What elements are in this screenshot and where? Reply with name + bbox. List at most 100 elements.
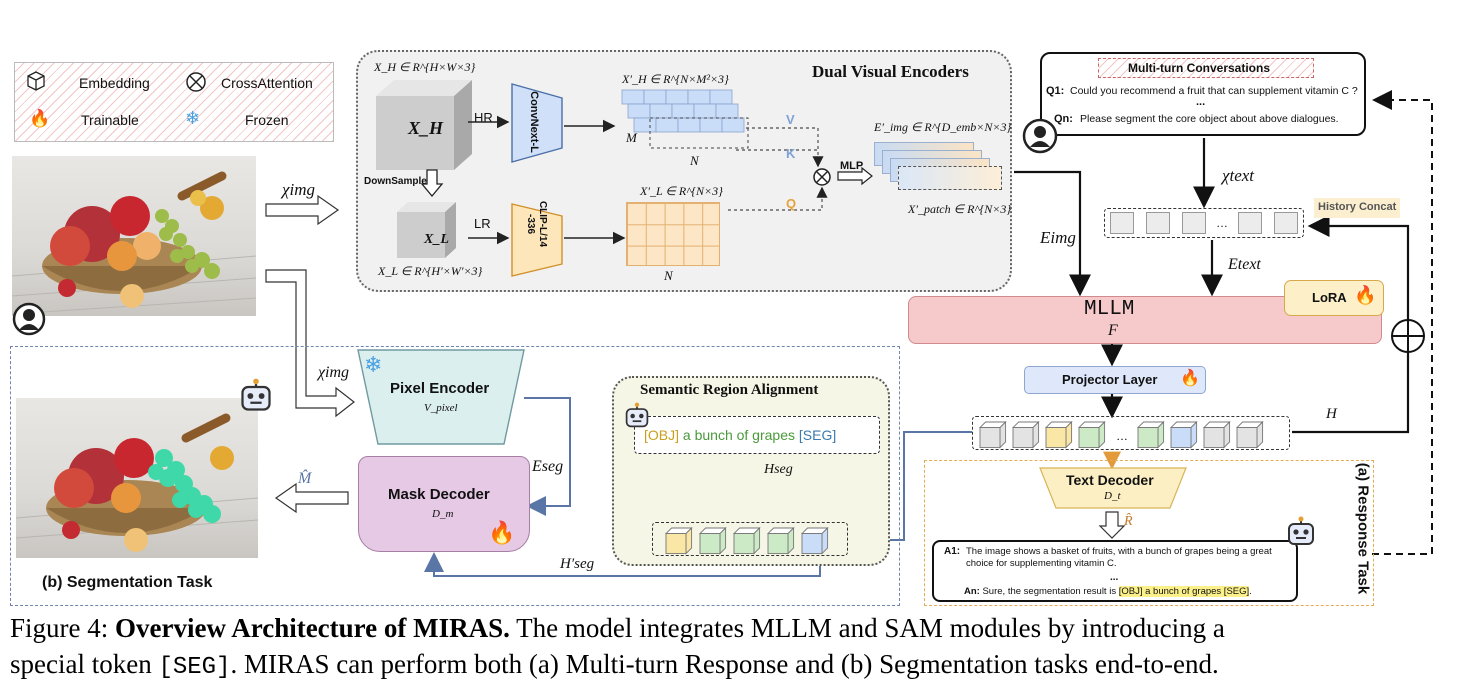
segmentation-task-label: (b) Segmentation Task (42, 574, 213, 591)
cross-attention-icon (186, 72, 206, 92)
response-task-panel (924, 460, 1374, 606)
mask-decoder-label: Mask Decoder (388, 486, 490, 503)
pixel-encoder-label: Pixel Encoder (390, 380, 490, 397)
caption-seg-token: [SEG] (158, 654, 231, 681)
seg-token-cube (698, 526, 727, 555)
caption-line2-post: . MIRAS can perform both (a) Multi-turn … (230, 649, 1219, 679)
embedding-cube-icon (27, 71, 45, 91)
a1-text: The image shows a basket of fruits, with… (966, 546, 1272, 569)
hidden-token-cube (1077, 420, 1106, 449)
xh-dimension: X_H ∈ R^{H×W×3} (374, 60, 476, 74)
pixel-encoder-symbol: V_pixel (424, 402, 458, 414)
xl-dimension: X_L ∈ R^{H′×W′×3} (378, 264, 483, 278)
legend-trainable: Trainable (81, 112, 139, 128)
xh-label: X_H (408, 118, 444, 138)
response-task-label: (a) Response Task (1354, 462, 1372, 595)
q-label: Q (786, 196, 797, 211)
projector-layer-block (1024, 366, 1206, 394)
caption-prefix: Figure 4: (10, 613, 115, 643)
x-text-label: χtext (1222, 166, 1255, 185)
mlp-label: MLP (840, 160, 864, 172)
sra-text-line: [OBJ] a bunch of grapes [SEG] (644, 427, 836, 443)
x-img-top-label: χimg (282, 180, 315, 199)
e-img-label: Eimg (1040, 228, 1076, 247)
dual-encoders-title: Dual Visual Encoders (812, 62, 969, 81)
r-hat-label: R̂ (1124, 514, 1133, 529)
xpl-dimension: X′_L ∈ R^{N×3} (640, 184, 723, 198)
robot-icon (241, 378, 271, 411)
fire-icon: 🔥 (29, 109, 51, 128)
conversation-title: Multi-turn Conversations (1128, 61, 1271, 75)
fire-icon: 🔥 (1180, 370, 1200, 387)
encoder-flow-arrows (468, 115, 873, 245)
sra-text-box (634, 416, 880, 454)
answers-dots: ... (1110, 572, 1119, 583)
m-label: M (626, 130, 637, 145)
seg-token-cube (766, 526, 795, 555)
clip-encoder-block (511, 203, 563, 277)
pixel-encoder-block (357, 349, 525, 445)
h-label: H (1326, 406, 1337, 422)
token-ellipsis: … (1116, 429, 1128, 443)
lora-badge (1284, 280, 1384, 316)
hidden-token-cube (1202, 420, 1231, 449)
text-decoder-label: Text Decoder (1066, 472, 1154, 488)
xph-token-grid (621, 89, 749, 149)
hidden-state-token-row (972, 416, 1290, 450)
hidden-token-cube (1136, 420, 1165, 449)
mask-decoder-block (358, 456, 530, 552)
user-avatar-icon (1022, 118, 1058, 154)
downsample-arrow (420, 169, 444, 198)
text-decoder-block (1039, 467, 1187, 509)
qn-tag: Qn: (1054, 113, 1073, 125)
q1-tag: Q1: (1046, 85, 1065, 97)
segmented-basket-illustration (16, 413, 258, 552)
fruit-basket-illustration (12, 171, 256, 315)
xpatch-dimension: X′_patch ∈ R^{N×3} (908, 202, 1012, 216)
an-line: An: Sure, the segmentation result is [OB… (964, 586, 1252, 597)
sra-token-row (652, 522, 848, 556)
an-post: . (1249, 586, 1252, 597)
seg-token-cube (664, 526, 693, 555)
hidden-token-cube (1235, 420, 1264, 449)
x-img-mid-label: χimg (318, 364, 350, 381)
mllm-title: MLLM (1084, 298, 1135, 321)
figure-caption-line2: special token [SEG]. MIRAS can perform b… (10, 646, 1219, 686)
conversation-dots: ... (1196, 96, 1206, 108)
sra-title: Semantic Region Alignment (640, 382, 819, 398)
legend-box: Embedding CrossAttention 🔥 Trainable ❄ F… (14, 62, 334, 142)
robot-icon (625, 402, 649, 428)
mask-decoder-symbol: D_m (432, 508, 454, 520)
m-hat-label: M̂ (298, 470, 312, 487)
an-tag: An: (964, 586, 980, 597)
sra-cubes (664, 526, 829, 555)
answers-box (932, 540, 1298, 602)
hidden-token-cube (1169, 420, 1198, 449)
seg-token-cube (800, 526, 829, 555)
snowflake-icon: ❄ (185, 108, 201, 128)
e-text-label: Etext (1228, 256, 1261, 273)
hidden-state-cubes: … (978, 420, 1264, 449)
e-seg-label: Eseg (532, 458, 564, 475)
eimg-dimension: E′_img ∈ R^{D_emb×N×3} (874, 120, 1012, 134)
xph-dimension: X′_H ∈ R^{N×M²×3} (622, 72, 729, 86)
text-token (1238, 212, 1262, 234)
figure-caption-line1: Figure 4: Overview Architecture of MIRAS… (10, 610, 1225, 646)
text-token (1182, 212, 1206, 234)
conversation-title-box (1098, 58, 1314, 78)
an-highlight: [OBJ] a bunch of grapes [SEG] (1118, 586, 1250, 597)
n1-label: N (690, 153, 699, 168)
sra-obj-token: [OBJ] (644, 427, 680, 443)
h-seg-label: Hseg (764, 462, 793, 477)
text-token (1274, 212, 1298, 234)
caption-title: Overview Architecture of MIRAS. (115, 613, 510, 643)
input-fruit-image (12, 156, 256, 316)
hidden-token-cube (1044, 420, 1073, 449)
selected-patch-region (649, 117, 749, 149)
lr-label: LR (474, 216, 491, 231)
eimg-stack-4 (898, 166, 1002, 190)
lora-label: LoRA (1312, 290, 1347, 305)
mllm-symbol: F (1108, 322, 1118, 339)
an-text: Sure, the segmentation result is (982, 586, 1117, 597)
history-concat-badge (1314, 198, 1400, 218)
